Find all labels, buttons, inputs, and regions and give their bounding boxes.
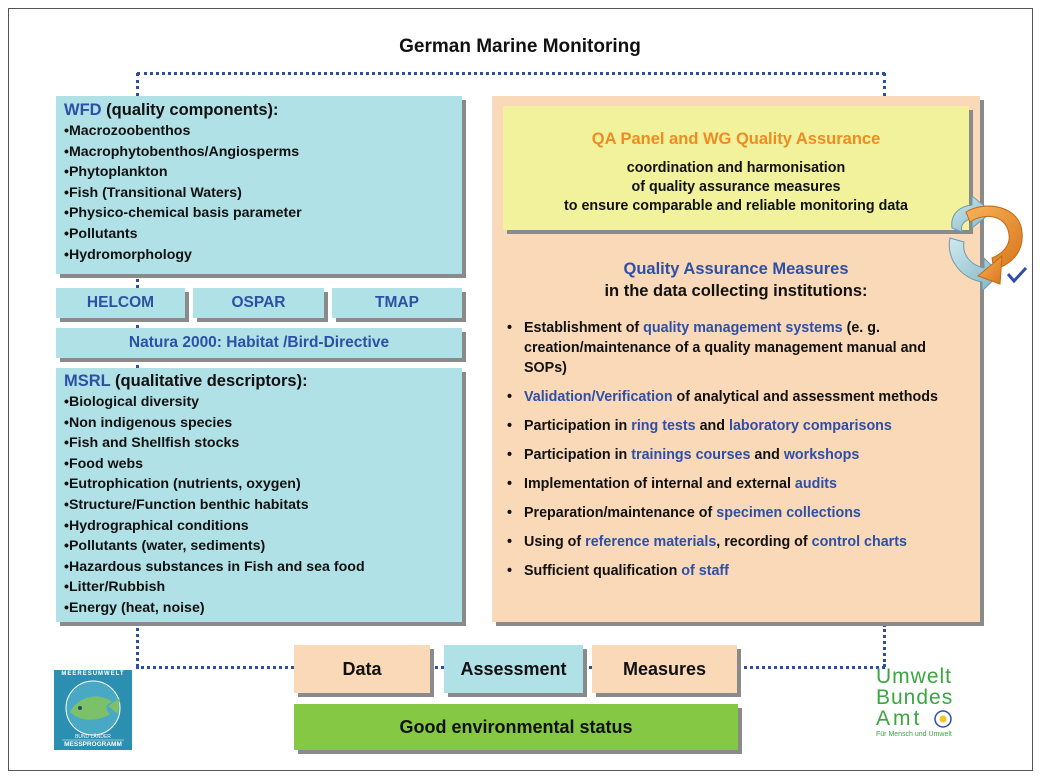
logo-top-text: MEERESUMWELT bbox=[61, 671, 125, 677]
globe-icon bbox=[934, 709, 953, 728]
list-item: Biological diversity bbox=[64, 392, 454, 413]
measures-box: Measures bbox=[592, 645, 737, 693]
list-item: Pollutants bbox=[64, 224, 454, 245]
list-item: Physico-chemical basis parameter bbox=[64, 203, 454, 224]
natura-connector bbox=[136, 318, 139, 328]
fish-logo-icon bbox=[54, 670, 132, 750]
list-item: Macrophytobenthos/Angiosperms bbox=[64, 142, 454, 163]
list-item: Hazardous substances in Fish and sea foo… bbox=[64, 557, 454, 578]
bottom-right-connector bbox=[883, 624, 886, 667]
qa-measures-list: Establishment of quality management syst… bbox=[500, 318, 970, 590]
top-connector bbox=[137, 72, 885, 75]
good-environmental-status-box: Good environmental status bbox=[294, 704, 738, 750]
list-item: Hydrographical conditions bbox=[64, 516, 454, 537]
list-item: Structure/Function benthic habitats bbox=[64, 495, 454, 516]
list-item: Using of reference materials, recording … bbox=[500, 532, 970, 552]
flow-connector-2 bbox=[583, 666, 592, 669]
bottom-right-horizontal bbox=[737, 666, 885, 669]
list-item: Sufficient qualification of staff bbox=[500, 561, 970, 581]
meeresumwelt-logo: MEERESUMWELT BUND LÄNDER MESSPROGRAMM bbox=[54, 670, 132, 750]
list-item: Participation in ring tests and laborato… bbox=[500, 416, 970, 436]
list-item: Fish (Transitional Waters) bbox=[64, 183, 454, 204]
list-item: Energy (heat, noise) bbox=[64, 598, 454, 619]
umweltbundesamt-logo: Umwelt Bundes Amt Für Mensch und Umwelt bbox=[876, 665, 954, 738]
logo-bottom-text-1: BUND LÄNDER bbox=[75, 734, 111, 740]
page-title: German Marine Monitoring bbox=[399, 36, 641, 57]
list-item: Preparation/maintenance of specimen coll… bbox=[500, 503, 970, 523]
list-item: Hydromorphology bbox=[64, 245, 454, 266]
qa-panel-line2: of quality assurance measures bbox=[631, 179, 841, 195]
cycle-arrows-icon bbox=[948, 194, 1028, 293]
qa-measures-heading: Quality Assurance Measures in the data c… bbox=[604, 260, 868, 300]
list-item: Food webs bbox=[64, 454, 454, 475]
bottom-left-horizontal bbox=[136, 666, 294, 669]
list-item: Establishment of quality management syst… bbox=[500, 318, 970, 378]
flow-connector-1 bbox=[430, 666, 444, 669]
bottom-left-connector bbox=[136, 622, 139, 667]
list-item: Phytoplankton bbox=[64, 162, 454, 183]
list-item: Litter/Rubbish bbox=[64, 577, 454, 598]
ospar-box: OSPAR bbox=[193, 288, 324, 318]
wfd-box: WFD (quality components): Macrozoobentho… bbox=[56, 96, 462, 274]
tmap-box: TMAP bbox=[332, 288, 462, 318]
wfd-heading: WFD (quality components): bbox=[64, 101, 279, 119]
list-item: Eutrophication (nutrients, oxygen) bbox=[64, 474, 454, 495]
qa-panel-title: QA Panel and WG Quality Assurance bbox=[591, 130, 881, 148]
data-box: Data bbox=[294, 645, 430, 693]
list-item: Implementation of internal and external … bbox=[500, 474, 970, 494]
logo-bottom-text-2: MESSPROGRAMM bbox=[64, 741, 122, 748]
list-item: Non indigenous species bbox=[64, 413, 454, 434]
qa-panel-line3: to ensure comparable and reliable monito… bbox=[564, 198, 908, 214]
msrl-heading: MSRL (qualitative descriptors): bbox=[64, 372, 308, 390]
top-right-connector bbox=[883, 73, 886, 96]
top-left-connector bbox=[136, 73, 139, 96]
list-item: Pollutants (water, sediments) bbox=[64, 536, 454, 557]
wfd-connector bbox=[136, 274, 139, 288]
list-item: Macrozoobenthos bbox=[64, 121, 454, 142]
list-item: Fish and Shellfish stocks bbox=[64, 433, 454, 454]
qa-panel-box: QA Panel and WG Quality Assurance coordi… bbox=[503, 106, 969, 230]
wfd-list: Macrozoobenthos Macrophytobenthos/Angios… bbox=[64, 121, 454, 265]
list-item: Participation in trainings courses and w… bbox=[500, 445, 970, 465]
qa-panel-line1: coordination and harmonisation bbox=[626, 160, 846, 176]
list-item: Validation/Verification of analytical an… bbox=[500, 387, 970, 407]
msrl-list: Biological diversity Non indigenous spec… bbox=[64, 392, 454, 619]
assessment-box: Assessment bbox=[444, 645, 583, 693]
helcom-box: HELCOM bbox=[56, 288, 185, 318]
msrl-box: MSRL (qualitative descriptors): Biologic… bbox=[56, 368, 462, 622]
natura-box: Natura 2000: Habitat /Bird-Directive bbox=[56, 328, 462, 358]
msrl-connector bbox=[136, 358, 139, 368]
